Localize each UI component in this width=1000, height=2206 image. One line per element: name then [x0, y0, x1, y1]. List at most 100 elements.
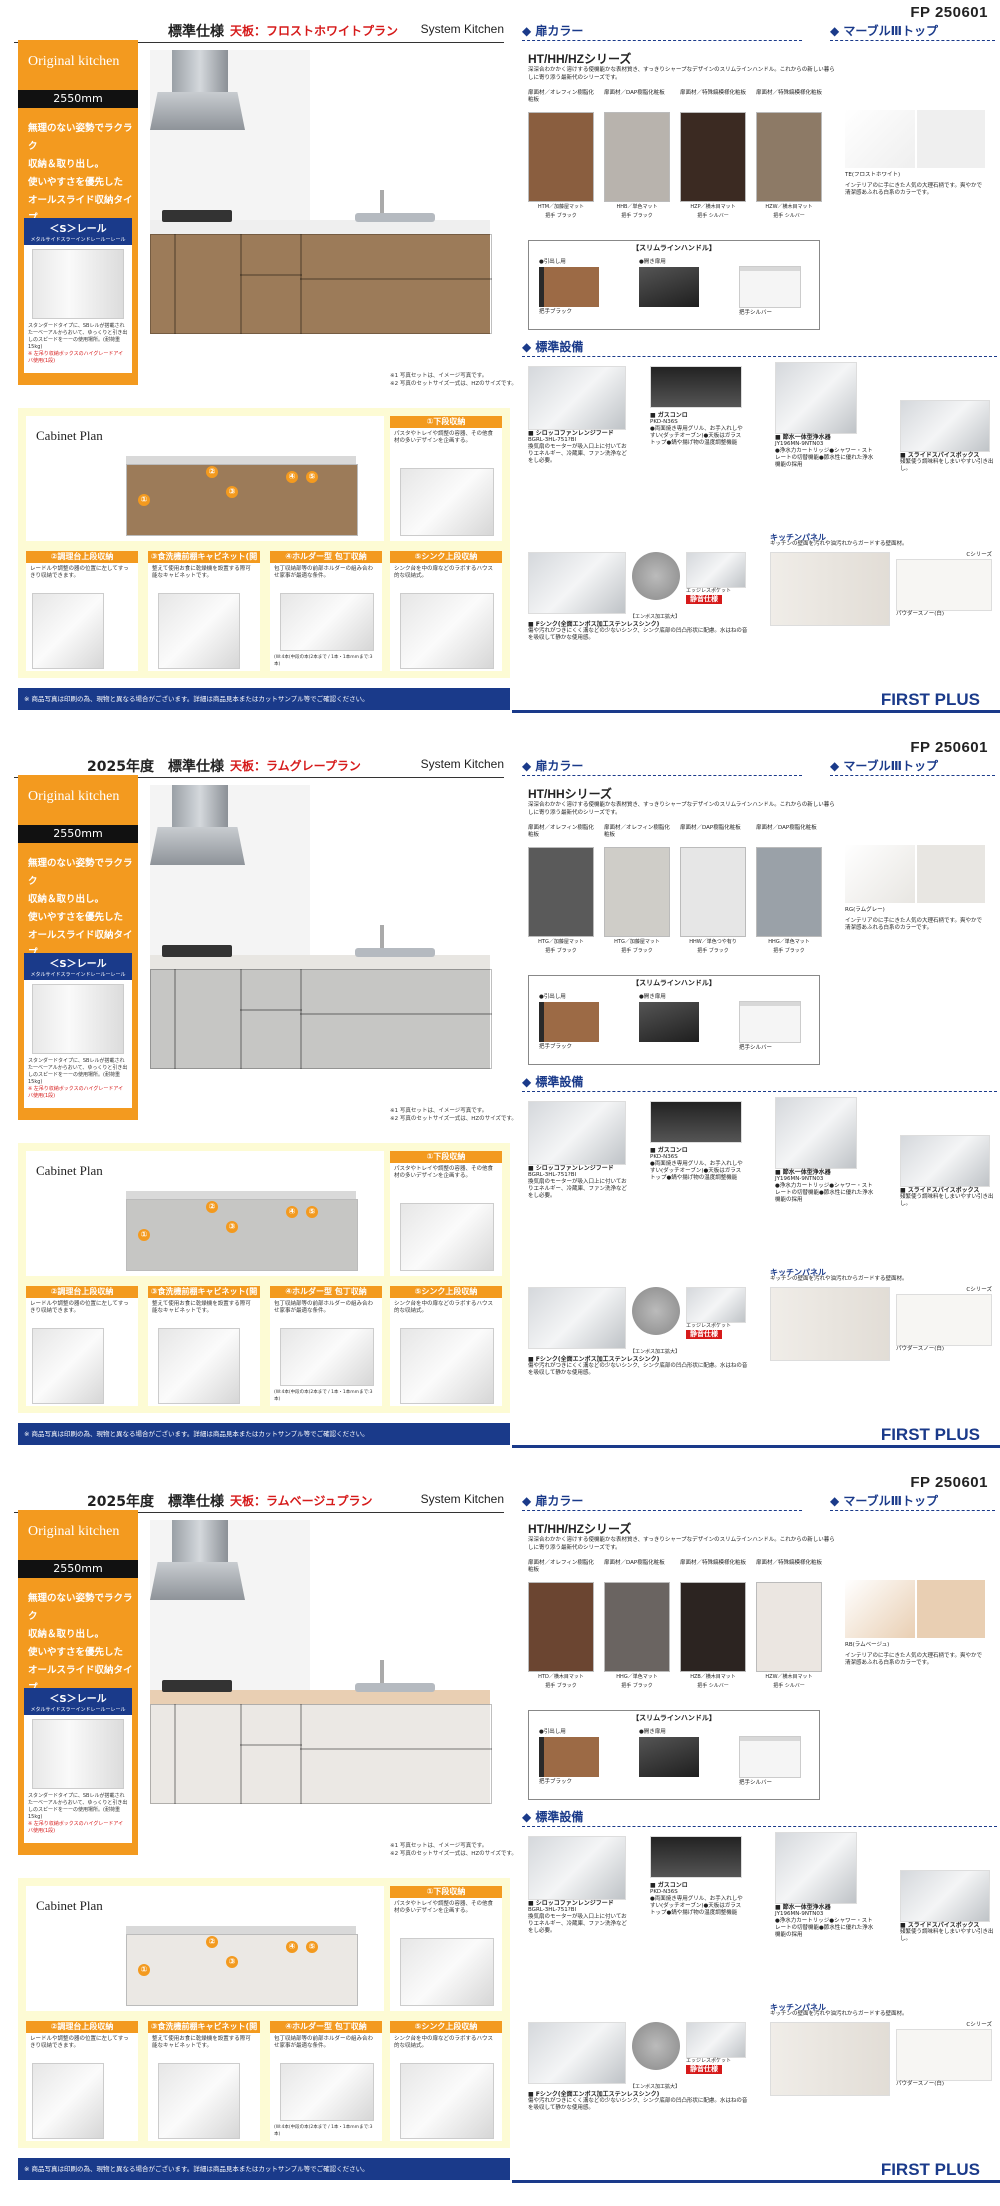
feature-list: 無理のない姿勢でラクラク 収納＆取り出し。 使いやすさを優先した オールスライド…: [28, 120, 134, 228]
page-title-row: 2025年度 標準仕様 天板：ラムグレープラン System Kitchen: [14, 755, 504, 778]
lower-storage-box: ①下段収納 パスタやトレイや調整の容器、その他食材の多いデザインを企画する。: [390, 416, 502, 541]
swatch-handle: 把手 ブラック: [545, 948, 577, 954]
door-color-heading: ◆ 扉カラー: [522, 22, 802, 41]
marble-name: RG(ラムグレー): [845, 907, 885, 913]
plan-marker-4: ④: [286, 1206, 298, 1218]
swatch-color: [756, 112, 822, 202]
door-swatches: 扉面材／オレフィン樹脂化粧板 HTM／加藤屋マット 把手 ブラック 扉面材／DA…: [528, 90, 828, 230]
lower-storage-box: ①下段収納 パスタやトレイや調整の容器、その他食材の多いデザインを企画する。: [390, 1886, 502, 2011]
marble-description: インテリアのに手にきた人気の大理石柄です。爽やかで清潔感あふれる白系のカラーです…: [845, 1653, 982, 1666]
spice-box-item: ■ スライドスパイスボックス 頻繁使う調味料をしまいやすい引き出し。: [900, 1135, 995, 1208]
kitchen-panel-desc: キッチンの壁面を汚れや油汚れからガードする壁面材。: [770, 541, 908, 547]
slim-line-handle-box: 【スリムラインハンドル】 ●引出し用 把手ブラック ●開き扉用 把手シルバー: [528, 240, 820, 330]
kitchen-panel-title: キッチンパネル: [770, 1268, 826, 1277]
swatch-material: 扉面材／特殊縞模様化粧板: [680, 1560, 747, 1566]
plan-name: 天板：フロストホワイトプラン: [230, 24, 399, 38]
cabinet-door: [300, 1704, 492, 1750]
countertop-upper-storage-image: [32, 593, 104, 669]
sink-label: ■ Fシンク(全面エンボス加工ステンレスシンク): [528, 2091, 660, 2098]
original-kitchen-panel: Original kitchen 2550mm 無理のない姿勢でラクラク 収納＆…: [18, 1510, 138, 1855]
panel-color-name: パウダースノー(白): [896, 1346, 945, 1352]
sink-upper-storage-title: ⑤シンク上段収納: [390, 1286, 502, 1298]
cabinet-door: [240, 234, 302, 276]
s-rail-title: ＜S＞レール: [24, 1688, 132, 1706]
s-rail-note: スタンダードタイプに、SBレルが搭載された一べーアルからおいて、ゆっくりと引き出…: [28, 1058, 128, 1085]
s-rail-note-red: ※ 左吊り収納ボックスのハイグレードアイバ使用(1段): [28, 1086, 124, 1099]
cabinet-door: [240, 969, 302, 1011]
swatch-handle: 把手 ブラック: [545, 213, 577, 219]
range-hood-item: ■ シロッコファンレンジフード BGRL-3HL-751?BI 換気扇のモーター…: [528, 1101, 628, 1200]
emboss-label: 【エンボス加工拡大】: [630, 2084, 681, 2090]
standard-equipment-heading-text: ◆ 標準設備: [522, 1075, 584, 1089]
pocket-photo: [686, 1287, 746, 1323]
gas-stove-desc: ●両面焼き専用グリル、お手入れしやすい(ダッチオーブン)●天板はガラストップ●鍋…: [650, 1161, 743, 1181]
dishwasher-cabinet-text: 整えて使用お食に乾燥機を設置する際可能なキャビネットです。: [152, 1301, 251, 1314]
s-rail-image: [32, 1719, 124, 1789]
sink-photo: [528, 552, 626, 614]
standard-equipment-heading: ◆ 標準設備: [522, 1073, 997, 1092]
dishwasher-cabinet-text: 整えて使用お食に乾燥機を設置する際可能なキャビネットです。: [152, 2036, 251, 2049]
brand-logo: FIRST PLUS: [880, 2160, 980, 2179]
series-description: 深深合わかかく溶けする使機能かな表材質き、すっきりシャープなデザインのスリムライ…: [528, 1537, 835, 1551]
feature-line: 収納＆取り出し。: [28, 1629, 105, 1640]
sink-upper-storage-image: [400, 1328, 494, 1404]
panel-series: Cシリーズ: [966, 2022, 992, 2028]
range-hood-photo: [528, 366, 626, 430]
fp-code: FP 250601: [910, 739, 988, 756]
door-swatches: 扉面材／オレフィン樹脂化粧板 HTG／加藤屋マット 把手 ブラック 扉面材／オレ…: [528, 825, 828, 965]
stove-top: [162, 945, 232, 957]
marble-top-heading: ◆ マーブルⅢトップ: [830, 757, 995, 776]
sink-upper-storage-box: ⑤シンク上段収納 シンク台を中の扉などのラボするハウス的な収納式。: [390, 1286, 502, 1406]
marble-images: [845, 1580, 985, 1638]
handle-black-image: [539, 267, 599, 307]
handle-silver-image: [739, 1001, 801, 1043]
cabinet-door: [150, 1704, 176, 1804]
swatch-color: [756, 1582, 822, 1672]
plan-cabinet-base: [126, 464, 358, 536]
kitchen-panel-title: キッチンパネル: [770, 533, 826, 542]
swatch-material: 扉面材／オレフィン樹脂化粧板: [528, 825, 594, 838]
footer-note: ※ 商品写真は印刷の為、現物と異なる場合がございます。詳細は商品見本またはカット…: [18, 2158, 510, 2180]
knife-holder-text: 包丁収納部等の前部ホルダーの組み合わせ家事が最適な条件。: [274, 2036, 374, 2049]
photo-caption-line: ※1 写真セットは、イメージ写真です。: [390, 1108, 488, 1114]
pocket-label: エッジレスポケット: [686, 588, 732, 594]
cabinet-door: [174, 1704, 242, 1804]
gas-stove-desc: ●両面焼き専用グリル、お手入れしやすい(ダッチオーブン)●天板はガラストップ●鍋…: [650, 1896, 743, 1916]
door-handle-image: [639, 267, 699, 307]
door-swatch: 扉面材／オレフィン樹脂化粧板 HTM／加藤屋マット 把手 ブラック: [528, 90, 594, 220]
range-hood-duct: [172, 1520, 228, 1562]
marble-texture-image: [917, 845, 985, 903]
faucet: [380, 1660, 384, 1684]
faucet: [380, 190, 384, 214]
water-purifier-label: ■ 節水一体型浄水器: [775, 1904, 831, 1911]
original-kitchen-title: Original kitchen: [28, 1524, 120, 1539]
range-hood-desc: 換気扇のモーターが吸入口上に付いておりエネルギー、冷蔵庫、ファン洗浄などをし必要…: [528, 1914, 627, 1934]
swatch-name: HHB／単色マット: [616, 204, 658, 210]
swatch-color: [604, 112, 670, 202]
swatch-name: HZW／横木目マット: [765, 1674, 813, 1680]
drawer-handle-label: ●引出し用: [539, 994, 566, 1000]
sink-upper-storage-text: シンク台を中の扉などのラボするハウス的な収納式。: [394, 2036, 494, 2049]
cabinet-door: [240, 1704, 302, 1746]
swatch-handle: 把手 ブラック: [773, 948, 805, 954]
door-handle-label: ●開き扉用: [639, 259, 666, 265]
cabinet-door: [240, 1009, 302, 1069]
swatch-color: [528, 112, 594, 202]
s-rail-box: ＜S＞レール メタルサイドスラーインドレールーレール スタンダードタイプに、SB…: [24, 953, 132, 1108]
sink-upper-storage-text: シンク台を中の扉などのラボするハウス的な収納式。: [394, 566, 494, 579]
swatch-handle: 把手 シルバー: [773, 1683, 805, 1689]
kitchen-photo: [150, 1520, 492, 1840]
panel-sample: [896, 2029, 992, 2081]
cabinet-plan-section: Cabinet Plan ① ② ③ ④ ⑤ ①下段収納 パスタやトレイや調整の…: [18, 1143, 510, 1413]
kitchen-countertop: [150, 1690, 490, 1704]
fp-code: FP 250601: [910, 1474, 988, 1491]
swatch-material: 扉面材／特殊縞模様化粧板: [756, 90, 823, 96]
cabinet-plan-main: Cabinet Plan ① ② ③ ④ ⑤: [26, 1151, 384, 1276]
silver-handle: 把手シルバー: [739, 992, 801, 1051]
feature-list: 無理のない姿勢でラクラク 収納＆取り出し。 使いやすさを優先した オールスライド…: [28, 1590, 134, 1698]
plan-name: 天板：ラムベージュプラン: [230, 1494, 373, 1508]
marble-description: インテリアのに手にきた人気の大理石柄です。爽やかで清潔感あふれる白系のカラーです…: [845, 918, 982, 931]
door-swatch: 扉面材／特殊縞模様化粧板 HZW／横木目マット 把手 シルバー: [756, 90, 822, 220]
slim-line-handle-box: 【スリムラインハンドル】 ●引出し用 把手ブラック ●開き扉用 把手シルバー: [528, 975, 820, 1065]
knife-holder-note: (W:4本(中段の本)2本まで / 1本・1本mmまで:3本): [274, 655, 373, 667]
